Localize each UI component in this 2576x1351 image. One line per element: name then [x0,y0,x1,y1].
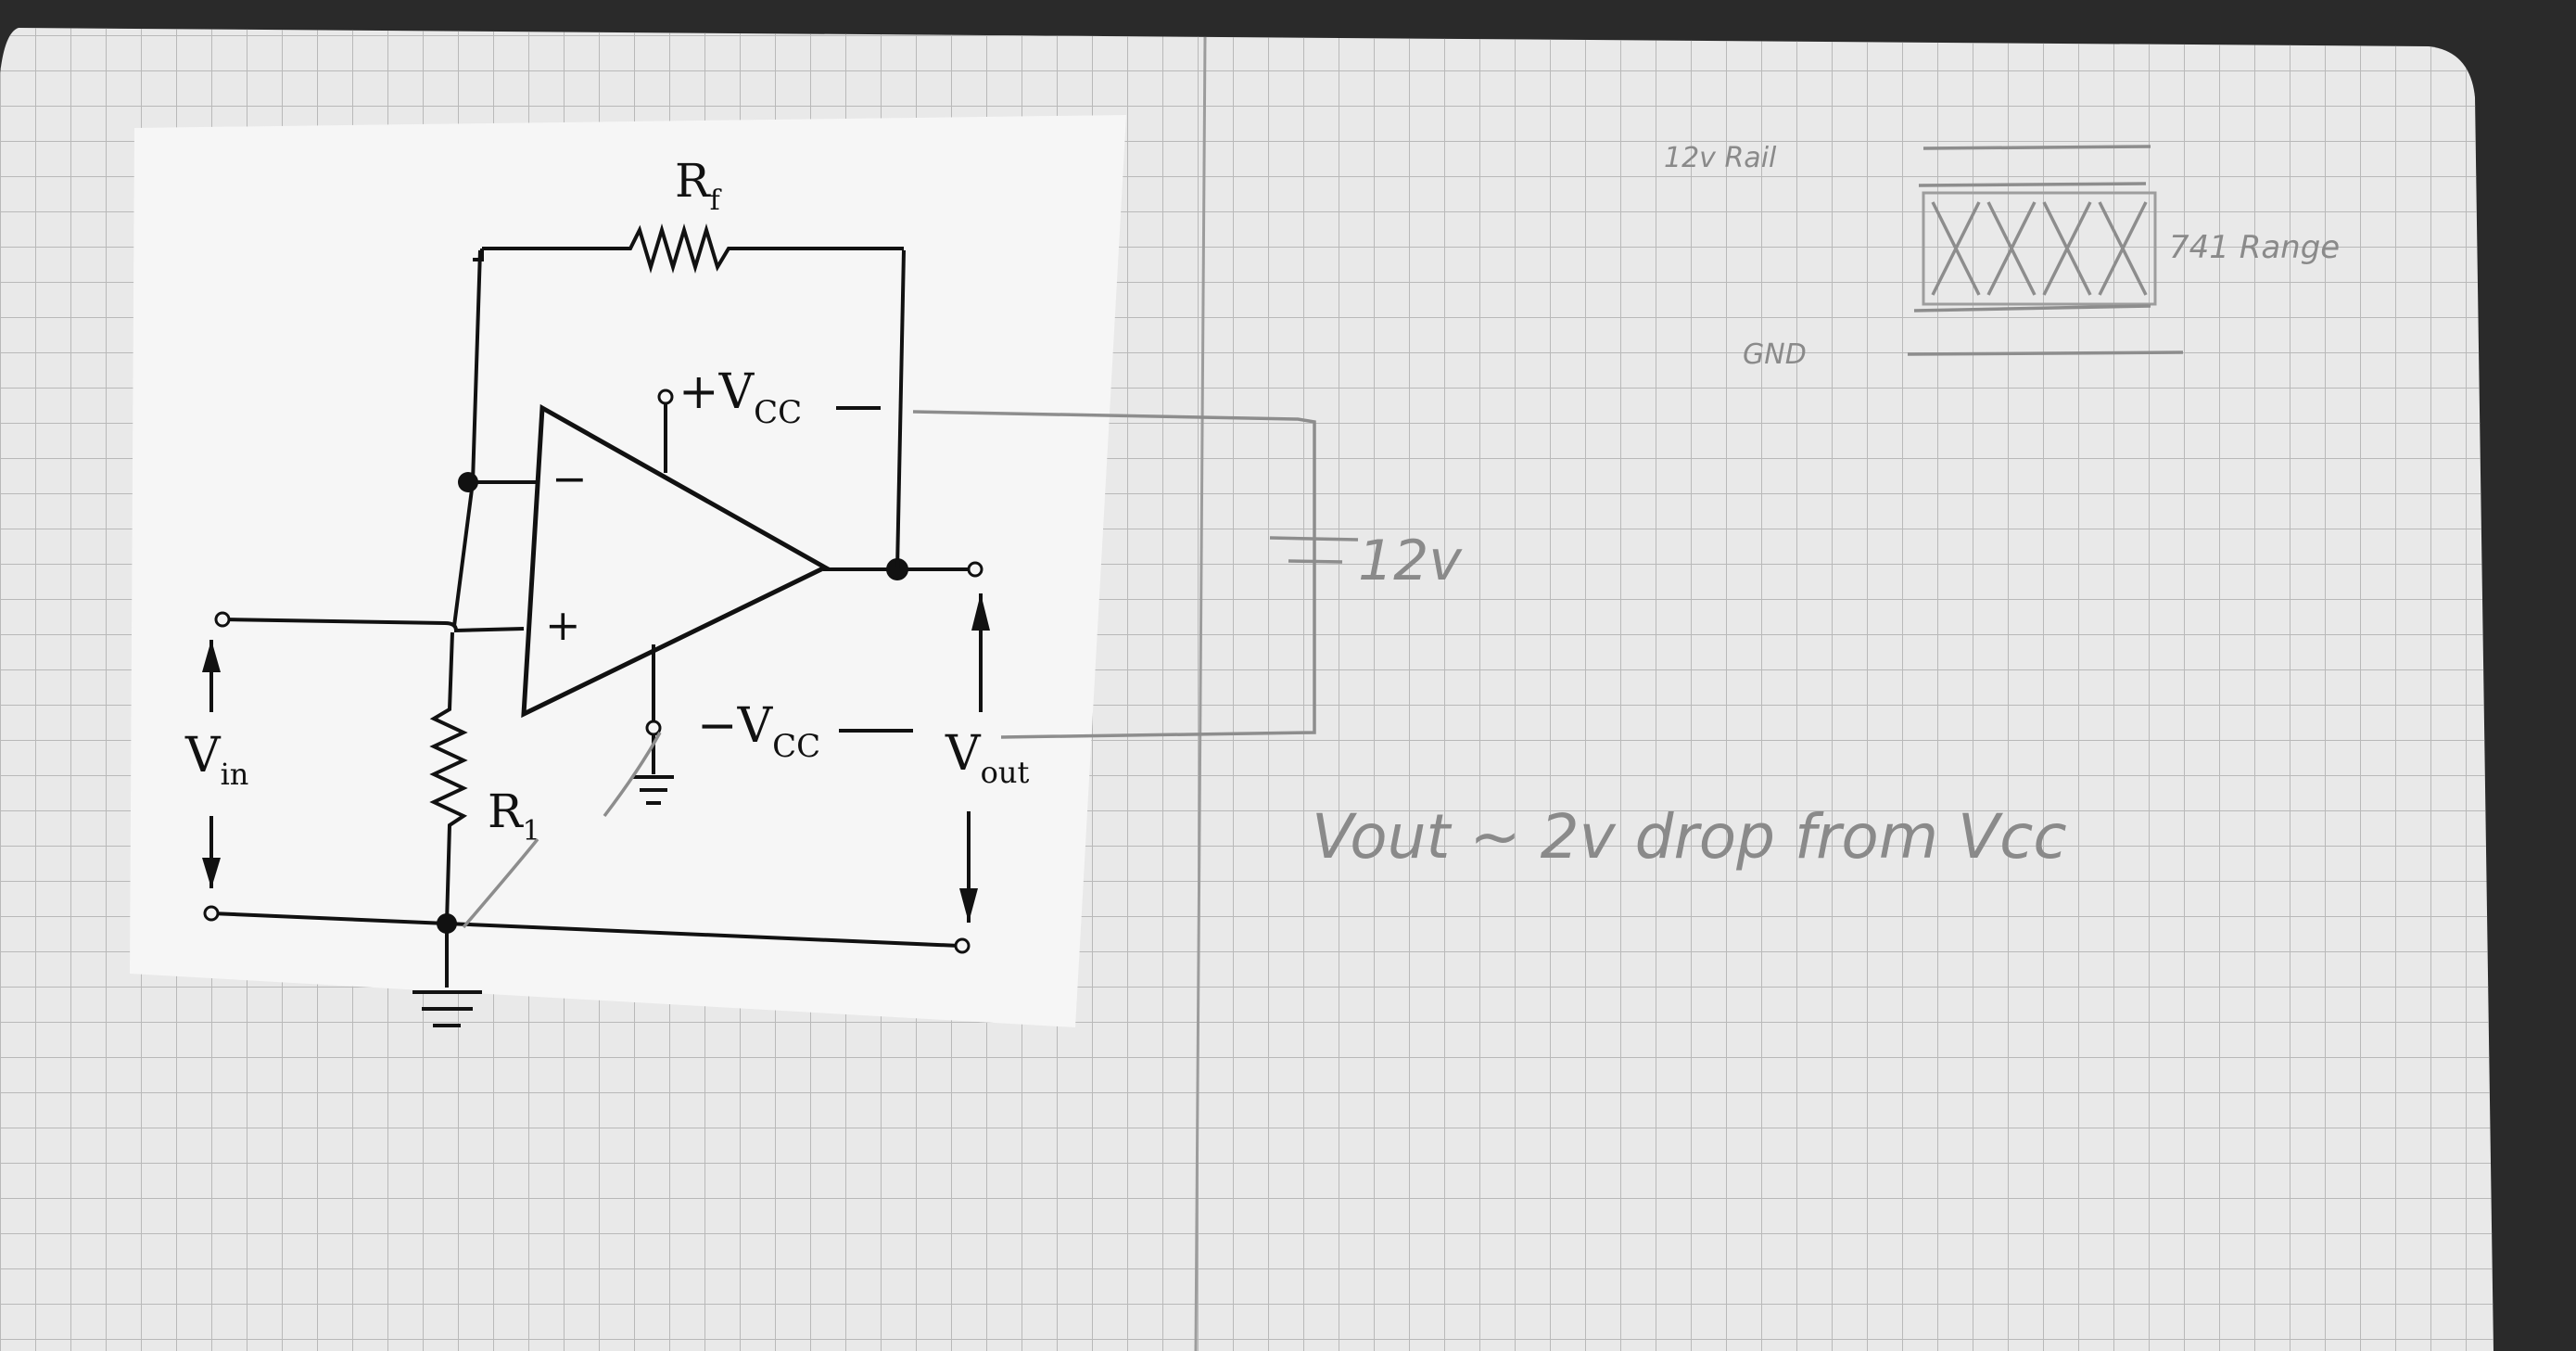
r1-resistor [429,631,468,924]
minus-sign: − [552,453,588,503]
rail-lines [1918,145,2151,187]
feedback-return-wire [895,249,906,570]
printed-schematic: Rf − + +VCC −VCC [130,115,1126,1027]
vcc-pos-label: +VCC [679,364,802,431]
vout-arrow [959,593,990,923]
battery-symbol [1269,536,1359,564]
pasted-paper [130,115,1126,1027]
vin-label: Vin [184,728,248,792]
vin-wire [222,618,525,633]
r1-pointer-line [462,837,539,929]
vin-terminal [214,611,231,628]
rail-label: 12v Rail [1664,142,1777,174]
gnd-lines [1907,304,2184,356]
ground-pointer-line [603,732,662,818]
rf-label: Rf [675,154,722,217]
ground-symbol-main [412,927,482,1027]
chip-label: 741 Range [2169,229,2340,266]
pencil-annotations: 12v 12v Rail 741 Range GND Vout ~ 2v dro… [462,142,2340,929]
vout-label: Vout [945,726,1029,790]
output-terminal [967,561,983,578]
feedback-resistor [473,223,904,274]
chip-hatch [1922,191,2157,306]
plus-sign: + [545,600,581,650]
page-fold [1194,36,1207,1351]
gnd-label: GND [1743,338,1807,371]
vcc-neg-label: −VCC [697,698,820,765]
battery-wire [912,410,1316,739]
vout-note: Vout ~ 2v drop from Vcc [1312,801,2067,873]
common-node [437,913,457,934]
battery-label: 12v [1358,529,1463,593]
vin-arrow [202,640,221,888]
opamp-triangle [521,403,831,719]
